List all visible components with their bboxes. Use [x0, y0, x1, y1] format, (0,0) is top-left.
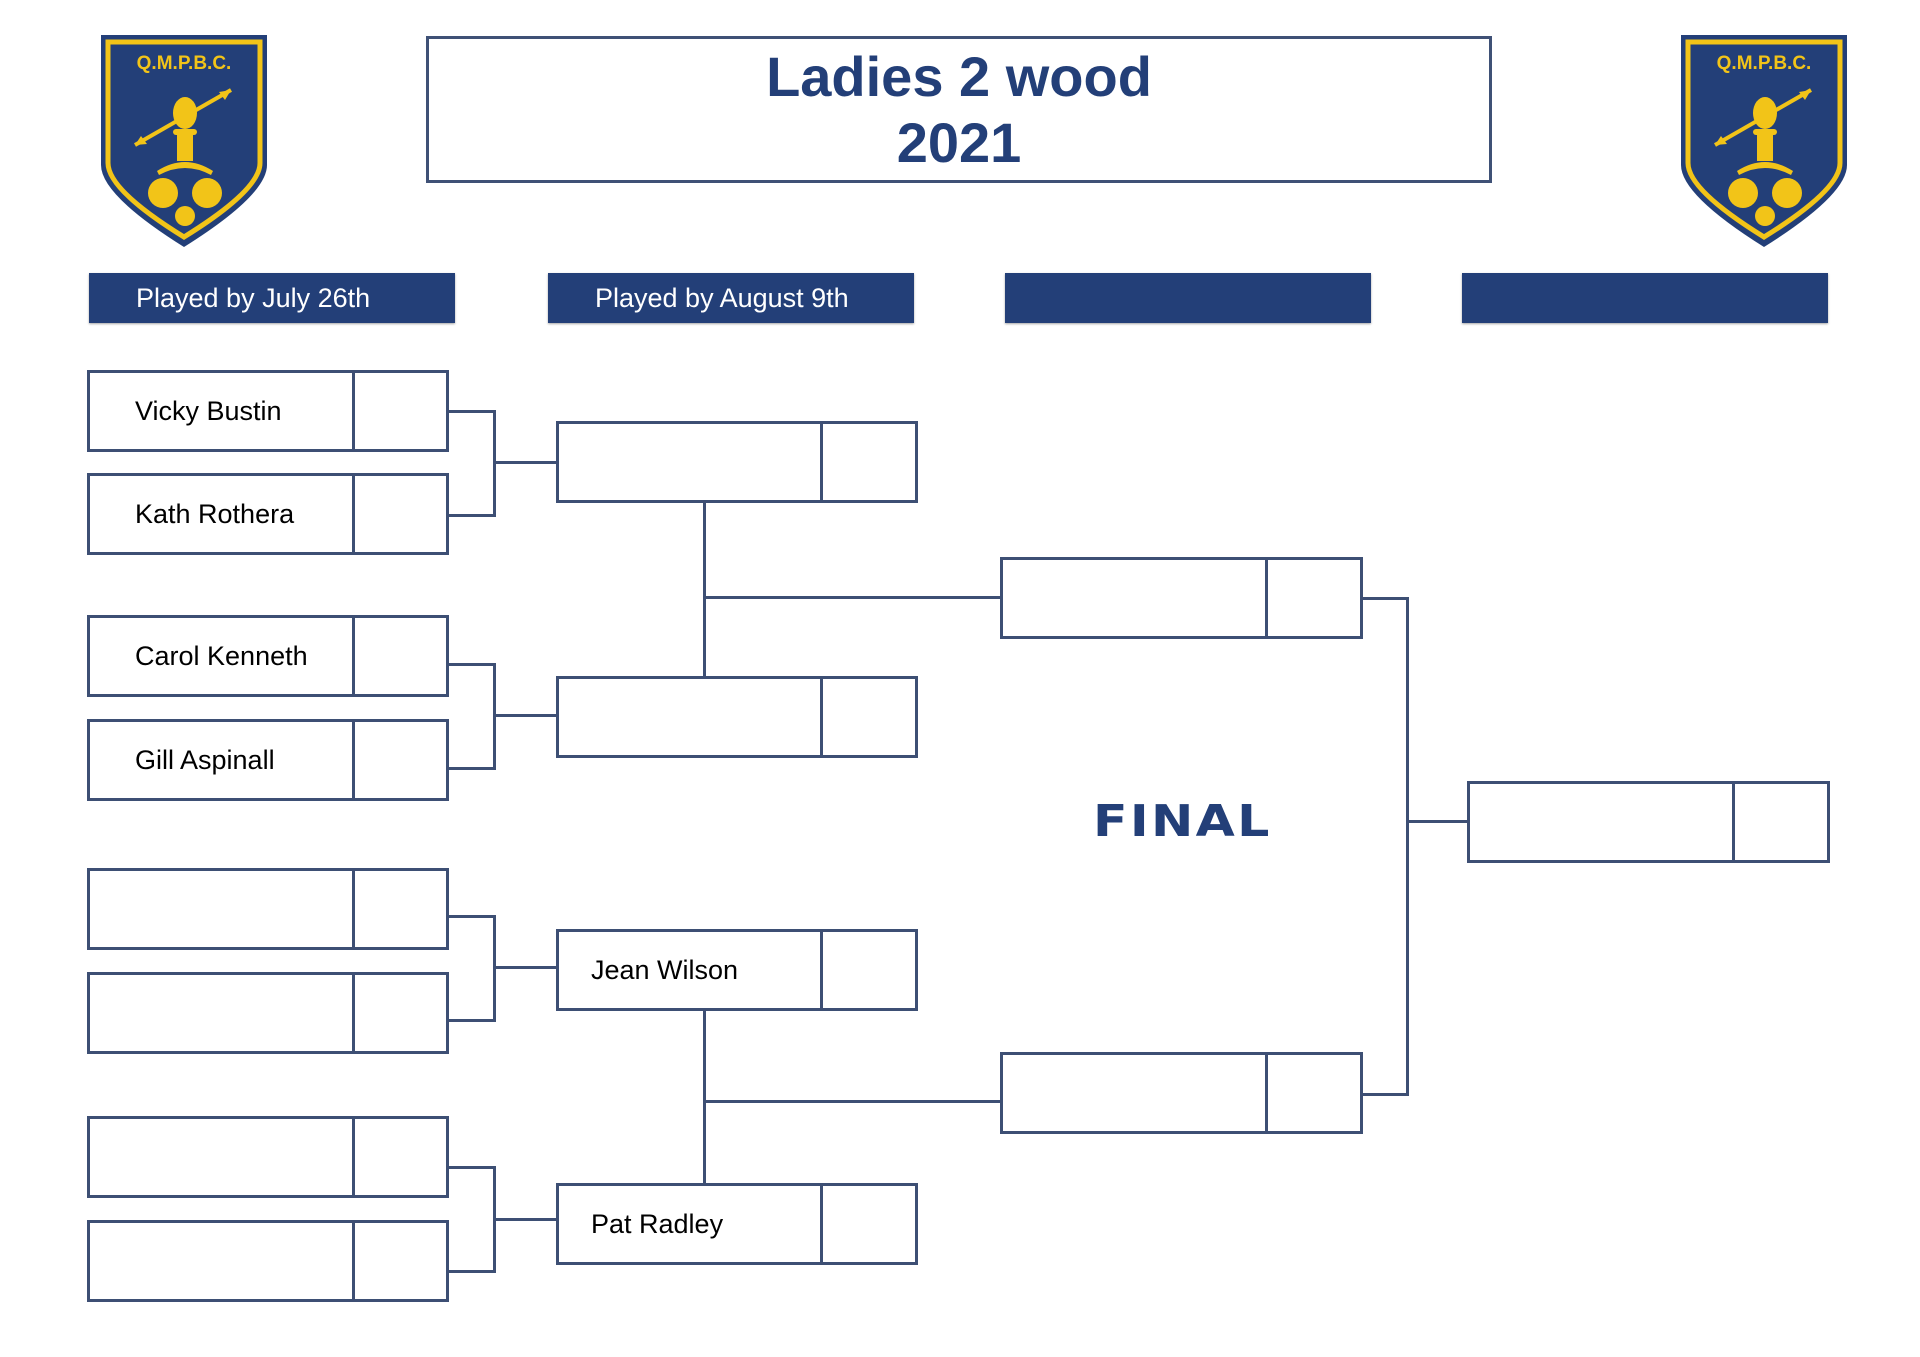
score-cell[interactable]: [355, 476, 446, 552]
player-name: [559, 679, 823, 755]
player-name: [90, 871, 355, 947]
connector: [449, 663, 496, 666]
round-4-header: [1462, 273, 1828, 323]
round1-slot[interactable]: Vicky Bustin: [87, 370, 449, 452]
connector: [449, 915, 496, 918]
round1-slot[interactable]: [87, 868, 449, 950]
player-name: [1470, 784, 1735, 860]
score-cell[interactable]: [1735, 784, 1827, 860]
score-cell[interactable]: [355, 975, 446, 1051]
score-cell[interactable]: [823, 1186, 915, 1262]
round-3-header: [1005, 273, 1371, 323]
score-cell[interactable]: [355, 722, 446, 798]
round-2-header: Played by August 9th: [548, 273, 914, 323]
connector: [1363, 1093, 1409, 1096]
round1-slot[interactable]: [87, 1220, 449, 1302]
score-cell[interactable]: [355, 1119, 446, 1195]
player-name: Carol Kenneth: [90, 618, 355, 694]
page-title: Ladies 2 wood: [766, 44, 1152, 108]
player-name: Gill Aspinall: [90, 722, 355, 798]
club-crest-left: Q.M.P.B.C.: [101, 35, 267, 247]
player-name: Jean Wilson: [559, 932, 823, 1008]
connector: [703, 1100, 1000, 1103]
player-name: Pat Radley: [559, 1186, 823, 1262]
svg-text:Q.M.P.B.C.: Q.M.P.B.C.: [1717, 53, 1812, 74]
round3-slot[interactable]: [1000, 557, 1363, 639]
round2-slot[interactable]: Jean Wilson: [556, 929, 918, 1011]
svg-text:Q.M.P.B.C.: Q.M.P.B.C.: [137, 53, 232, 74]
score-cell[interactable]: [355, 618, 446, 694]
connector: [449, 767, 496, 770]
connector: [493, 1218, 556, 1221]
connector: [703, 596, 1000, 599]
player-name: [90, 975, 355, 1051]
connector: [493, 966, 556, 969]
round2-slot[interactable]: [556, 421, 918, 503]
page-year: 2021: [896, 110, 1022, 174]
connector: [493, 461, 556, 464]
club-crest-icon: Q.M.P.B.C.: [101, 35, 267, 247]
connector: [1363, 597, 1409, 600]
final-label: FINAL: [1093, 796, 1272, 847]
round1-slot[interactable]: Gill Aspinall: [87, 719, 449, 801]
player-name: Kath Rothera: [90, 476, 355, 552]
round1-slot[interactable]: Carol Kenneth: [87, 615, 449, 697]
connector: [1406, 597, 1409, 1096]
round3-slot[interactable]: [1000, 1052, 1363, 1134]
connector: [449, 1270, 496, 1273]
player-name: Vicky Bustin: [90, 373, 355, 449]
score-cell[interactable]: [1268, 1055, 1360, 1131]
connector: [449, 514, 496, 517]
score-cell[interactable]: [823, 679, 915, 755]
club-crest-icon: Q.M.P.B.C.: [1681, 35, 1847, 247]
round2-slot[interactable]: [556, 676, 918, 758]
connector: [449, 1166, 496, 1169]
connector: [703, 1011, 706, 1184]
player-name: [1003, 560, 1268, 636]
player-name: [1003, 1055, 1268, 1131]
score-cell[interactable]: [823, 424, 915, 500]
club-crest-right: Q.M.P.B.C.: [1681, 35, 1847, 247]
title-box: Ladies 2 wood 2021: [426, 36, 1492, 183]
player-name: [559, 424, 823, 500]
score-cell[interactable]: [823, 932, 915, 1008]
round-1-header: Played by July 26th: [89, 273, 455, 323]
connector: [1406, 820, 1467, 823]
round1-slot[interactable]: Kath Rothera: [87, 473, 449, 555]
round1-slot[interactable]: [87, 972, 449, 1054]
connector: [703, 503, 706, 677]
round2-slot[interactable]: Pat Radley: [556, 1183, 918, 1265]
score-cell[interactable]: [355, 871, 446, 947]
score-cell[interactable]: [355, 373, 446, 449]
player-name: [90, 1223, 355, 1299]
round1-slot[interactable]: [87, 1116, 449, 1198]
winner-slot[interactable]: [1467, 781, 1830, 863]
connector: [493, 714, 556, 717]
score-cell[interactable]: [1268, 560, 1360, 636]
connector: [449, 1019, 496, 1022]
connector: [449, 410, 496, 413]
score-cell[interactable]: [355, 1223, 446, 1299]
player-name: [90, 1119, 355, 1195]
